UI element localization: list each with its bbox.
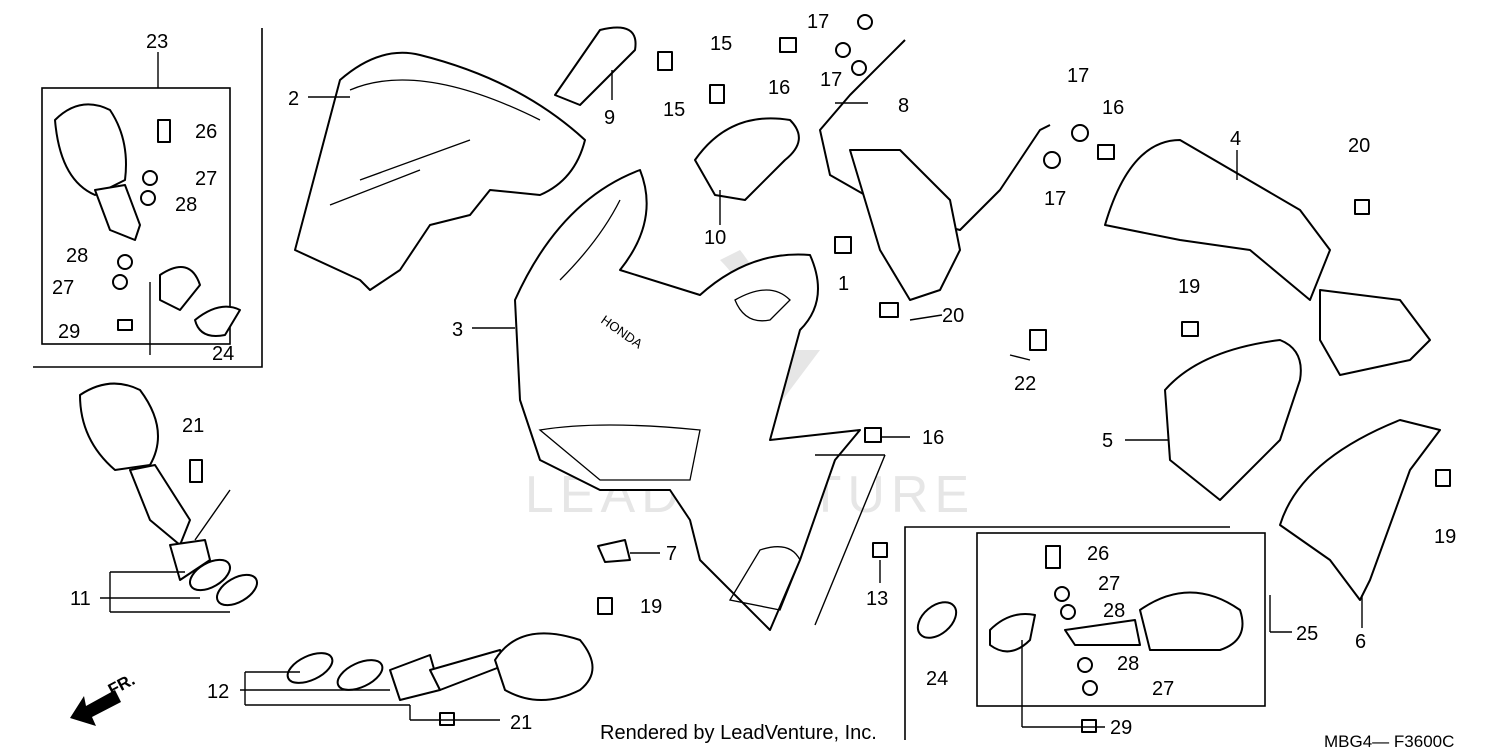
callout-28d: 28 [1117, 653, 1139, 675]
callout-27c: 27 [1098, 573, 1120, 595]
callout-17c: 17 [1067, 65, 1089, 87]
callout-25: 25 [1296, 623, 1318, 645]
callout-5: 5 [1102, 430, 1113, 452]
callout-19c: 19 [640, 596, 662, 618]
callout-20a: 20 [1348, 135, 1370, 157]
mirror-23 [54, 103, 241, 337]
windscreen [294, 51, 586, 291]
inset-25-box [976, 532, 1266, 707]
callout-27d: 27 [1152, 678, 1174, 700]
callout-28b: 28 [66, 245, 88, 267]
callouts: 23 2 3 9 10 15 15 16 17 17 8 17 16 17 4 … [52, 11, 1456, 739]
callout-8: 8 [898, 95, 909, 117]
inset-left-frame [33, 28, 263, 368]
callout-2: 2 [288, 88, 299, 110]
callout-16b: 16 [1102, 97, 1124, 119]
callout-12: 12 [207, 681, 229, 703]
callout-26b: 26 [1087, 543, 1109, 565]
callout-17d: 17 [1044, 188, 1066, 210]
callout-20b: 20 [942, 305, 964, 327]
callout-6: 6 [1355, 631, 1366, 653]
callout-15b: 15 [663, 99, 685, 121]
upper-cowl: HONDA [514, 169, 861, 631]
part-10-panel [694, 117, 800, 201]
callout-19a: 19 [1178, 276, 1200, 298]
callout-4: 4 [1230, 128, 1241, 150]
part-9-cover [554, 26, 637, 106]
callout-24a: 24 [212, 343, 234, 365]
callout-11: 11 [70, 588, 91, 610]
callout-7: 7 [666, 543, 677, 565]
callout-26a: 26 [195, 121, 217, 143]
callout-27a: 27 [195, 168, 217, 190]
callout-17a: 17 [807, 11, 829, 33]
callout-28c: 28 [1103, 600, 1125, 622]
credit-text: Rendered by LeadVenture, Inc. [600, 722, 877, 744]
callout-21a: 21 [182, 415, 204, 437]
callout-16c: 16 [922, 427, 944, 449]
fairing-stay [819, 39, 1051, 301]
callout-10: 10 [704, 227, 726, 249]
callout-24b: 24 [926, 668, 948, 690]
part-4-inner [1104, 139, 1331, 301]
part-6-panel [1279, 419, 1441, 601]
diagram-code: MBG4— F3600C [1324, 732, 1454, 748]
callout-22: 22 [1014, 373, 1036, 395]
part-4-lower [1319, 289, 1431, 376]
callout-3: 3 [452, 319, 463, 341]
mirror-12 [286, 632, 594, 701]
mirror-25 [916, 591, 1244, 653]
callout-17b: 17 [820, 69, 842, 91]
part-5-panel [1164, 339, 1302, 501]
callout-21b: 21 [510, 712, 532, 734]
fasteners [112, 14, 1451, 733]
callout-29a: 29 [58, 321, 80, 343]
callout-27b: 27 [52, 277, 74, 299]
mirror-11 [79, 382, 258, 607]
callout-19b: 19 [1434, 526, 1456, 548]
front-direction-arrow: FR. [70, 670, 138, 726]
leader-lines [100, 52, 1363, 728]
inset-23-box [41, 87, 231, 345]
callout-16a: 16 [768, 77, 790, 99]
callout-28a: 28 [175, 194, 197, 216]
callout-1: 1 [838, 273, 849, 295]
callout-13: 13 [866, 588, 888, 610]
callout-29b: 29 [1110, 717, 1132, 739]
callout-9: 9 [604, 107, 615, 129]
callout-15a: 15 [710, 33, 732, 55]
inset-right-frame [904, 526, 1230, 740]
callout-23: 23 [146, 31, 168, 53]
